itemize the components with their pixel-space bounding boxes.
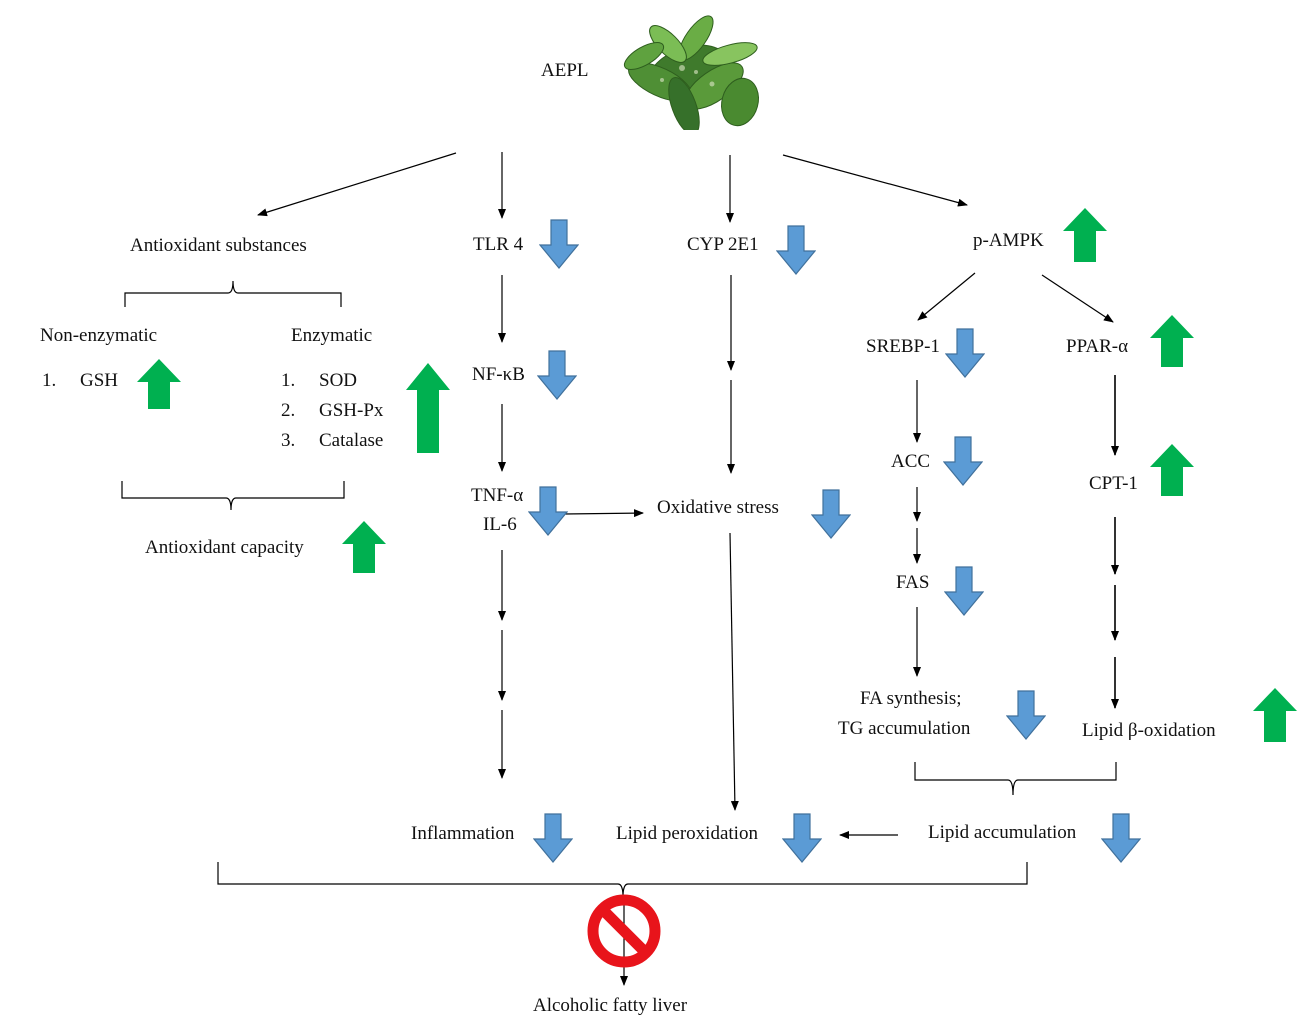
tnf-alpha-label: TNF-α — [471, 485, 524, 506]
cyp2e1-label: CYP 2E1 — [687, 234, 759, 255]
brace-lipid-accumulation — [914, 762, 1117, 796]
il6-label: IL-6 — [483, 514, 517, 535]
up-arrow-icon — [405, 362, 451, 454]
down-arrow-icon — [539, 219, 579, 269]
arrow-aepl-pampk — [782, 154, 968, 207]
non-enzymatic-list: 1.GSH — [42, 366, 118, 396]
down-arrow-icon — [528, 486, 568, 536]
oxidative-stress-label: Oxidative stress — [657, 497, 779, 518]
p-ampk-label: p-AMPK — [973, 230, 1044, 251]
tg-accumulation-label: TG accumulation — [838, 718, 971, 739]
brace-capacity — [121, 481, 345, 511]
down-arrow-icon — [945, 328, 985, 378]
list-item: 1.SOD — [281, 370, 358, 391]
brace-final — [217, 862, 1028, 898]
lipid-beta-oxidation-label: Lipid β-oxidation — [1082, 720, 1216, 741]
down-arrow-icon — [533, 813, 573, 863]
down-arrow-icon — [1101, 813, 1141, 863]
fas-label: FAS — [896, 572, 930, 593]
lipid-peroxidation-label: Lipid peroxidation — [616, 823, 758, 844]
down-arrow-icon — [537, 350, 577, 400]
up-arrow-icon — [1252, 687, 1298, 743]
down-arrow-icon — [782, 813, 822, 863]
list-item: 1.GSH — [42, 370, 119, 391]
aepl-label: AEPL — [541, 60, 589, 81]
down-arrow-icon — [1006, 690, 1046, 740]
ppar-alpha-label: PPAR-α — [1066, 336, 1129, 357]
acc-label: ACC — [891, 451, 931, 472]
fa-synthesis-label: FA synthesis; — [860, 688, 962, 709]
arrow-cytokines-stress — [563, 509, 644, 518]
down-arrow-icon — [776, 225, 816, 275]
down-arrow-icon — [943, 436, 983, 486]
non-enzymatic-label: Non-enzymatic — [40, 325, 158, 346]
up-arrow-icon — [1062, 207, 1108, 263]
up-arrow-icon — [1149, 443, 1195, 497]
brace-substances — [124, 280, 342, 307]
arrow-stress-peroxidation — [729, 532, 739, 811]
down-arrow-icon — [811, 489, 851, 539]
tlr4-label: TLR 4 — [473, 234, 524, 255]
srebp1-label: SREBP-1 — [866, 336, 940, 357]
arrow-pampk-ppar — [1041, 274, 1114, 323]
antioxidant-capacity-label: Antioxidant capacity — [145, 537, 304, 558]
list-item: 3.Catalase — [281, 430, 384, 451]
inflammation-label: Inflammation — [411, 823, 515, 844]
lipid-accumulation-label: Lipid accumulation — [928, 822, 1077, 843]
cpt1-label: CPT-1 — [1089, 473, 1138, 494]
arrow-connectors — [257, 152, 1119, 986]
enzymatic-list: 1.SOD 2.GSH-Px 3.Catalase — [281, 366, 383, 456]
arrow-aepl-antioxidant — [257, 152, 457, 217]
up-arrow-icon — [1149, 314, 1195, 368]
arrow-pampk-srebp — [917, 272, 976, 321]
prohibition-icon — [586, 893, 662, 974]
up-arrow-icon — [136, 358, 182, 410]
nfkb-label: NF-κB — [472, 364, 525, 385]
up-arrow-icon — [341, 520, 387, 574]
alcoholic-fatty-liver-label: Alcoholic fatty liver — [533, 995, 688, 1016]
list-item: 2.GSH-Px — [281, 400, 384, 421]
antioxidant-substances-label: Antioxidant substances — [130, 235, 307, 256]
enzymatic-label: Enzymatic — [291, 325, 373, 346]
down-arrow-icon — [944, 566, 984, 616]
plant-leaves-icon — [612, 10, 762, 135]
